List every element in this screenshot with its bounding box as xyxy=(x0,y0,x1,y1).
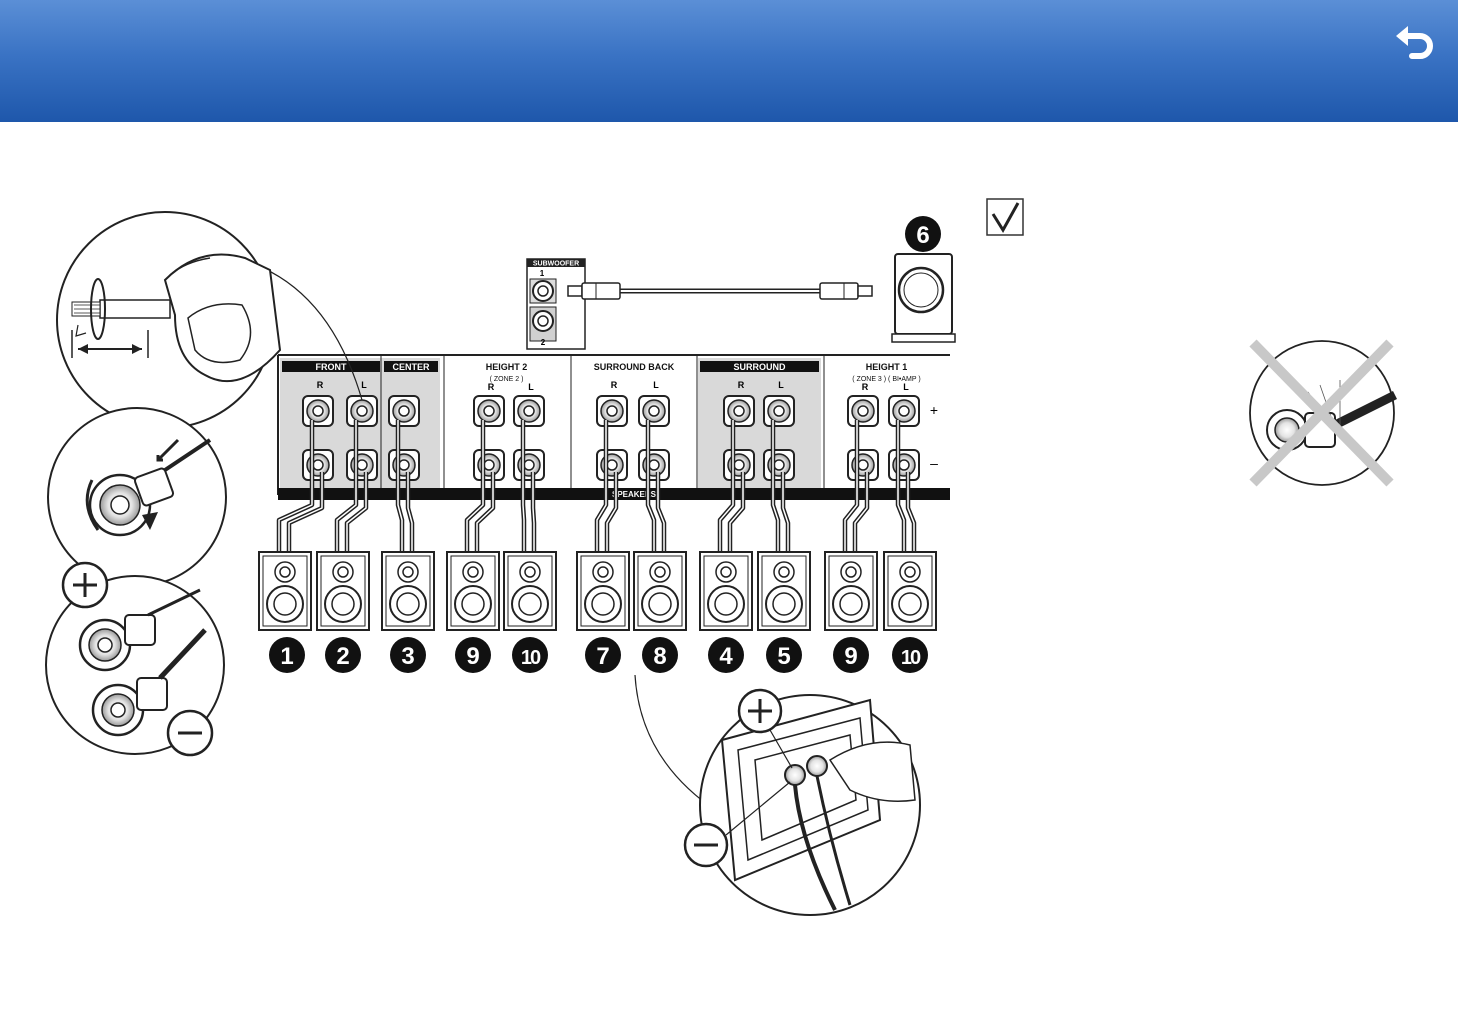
minus-terminal xyxy=(764,450,794,480)
speaker-number-badge: 5 xyxy=(766,637,802,673)
channel-l-label: L xyxy=(778,380,784,390)
panel-group-label: FRONT xyxy=(316,362,347,372)
speaker-number-badge: 9 xyxy=(455,637,491,673)
panel-group-label: HEIGHT 2 xyxy=(486,362,528,372)
speaker-7 xyxy=(577,552,629,630)
svg-text:1: 1 xyxy=(280,643,293,670)
speaker-number-badge: 3 xyxy=(390,637,426,673)
speaker-3 xyxy=(382,552,434,630)
svg-text:9: 9 xyxy=(844,643,857,670)
speaker-8 xyxy=(634,552,686,630)
plus-terminal xyxy=(303,396,333,426)
subwoofer-output-panel: SUBWOOFER 1 2 xyxy=(527,259,585,349)
svg-text:9: 9 xyxy=(466,643,479,670)
channel-l-label: L xyxy=(903,382,909,392)
minus-terminal xyxy=(347,450,377,480)
minus-terminal xyxy=(389,450,419,480)
svg-text:8: 8 xyxy=(653,643,666,670)
checkbox-icon xyxy=(987,199,1023,235)
subwoofer-number-badge: 6 xyxy=(905,216,941,252)
polarity-inset xyxy=(46,563,224,755)
plus-terminal xyxy=(474,396,504,426)
speaker-number-badge: 7 xyxy=(585,637,621,673)
panel-group-label: CENTER xyxy=(392,362,430,372)
speaker-9 xyxy=(825,552,877,630)
speaker-1 xyxy=(259,552,311,630)
speaker-cable xyxy=(523,420,534,552)
svg-text:3: 3 xyxy=(401,643,414,670)
plus-terminal xyxy=(347,396,377,426)
minus-terminal xyxy=(597,450,627,480)
subwoofer-jack-2-label: 2 xyxy=(541,338,546,347)
speaker-cable xyxy=(648,420,664,552)
subwoofer-speaker xyxy=(892,254,955,342)
panel-group-sublabel: ( ZONE 2 ) xyxy=(490,376,524,383)
speaker-4 xyxy=(700,552,752,630)
minus-terminal xyxy=(514,450,544,480)
subwoofer-cable xyxy=(568,283,872,299)
speaker-cable xyxy=(597,420,616,552)
terminal-twist-inset xyxy=(48,408,226,586)
speaker-number-badge: 4 xyxy=(708,637,744,673)
channel-l-label: L xyxy=(653,380,659,390)
speaker-rear-inset xyxy=(635,675,920,915)
speaker-10 xyxy=(884,552,936,630)
minus-terminal xyxy=(474,450,504,480)
channel-r-label: R xyxy=(738,380,745,390)
plus-terminal xyxy=(848,396,878,426)
channel-r-label: R xyxy=(862,382,869,392)
speaker-cable xyxy=(898,420,914,552)
plus-terminal xyxy=(514,396,544,426)
minus-terminal xyxy=(724,450,754,480)
svg-text:6: 6 xyxy=(916,222,929,249)
subwoofer-jack-1-label: 1 xyxy=(540,269,545,278)
plus-terminal xyxy=(597,396,627,426)
speaker-number-badge: 2 xyxy=(325,637,361,673)
speaker-number-badge: 1 xyxy=(269,637,305,673)
minus-terminal xyxy=(848,450,878,480)
channel-l-label: L xyxy=(361,380,367,390)
speaker-number-badge: 8 xyxy=(642,637,678,673)
minus-terminal xyxy=(303,450,333,480)
plus-terminal xyxy=(764,396,794,426)
panel-group-label: HEIGHT 1 xyxy=(866,362,908,372)
svg-text:4: 4 xyxy=(719,643,733,670)
speaker-number-badge: 9 xyxy=(833,637,869,673)
speaker-10 xyxy=(504,552,556,630)
plus-terminal xyxy=(724,396,754,426)
svg-text:5: 5 xyxy=(777,643,790,670)
speaker-number-badge: 10 xyxy=(892,637,928,673)
minus-terminal xyxy=(639,450,669,480)
minus-terminal xyxy=(889,450,919,480)
speaker-2 xyxy=(317,552,369,630)
channel-l-label: L xyxy=(528,382,534,392)
plus-terminal xyxy=(389,396,419,426)
svg-text:2: 2 xyxy=(336,643,349,670)
panel-group-label: SURROUND xyxy=(733,362,786,372)
plus-terminal xyxy=(639,396,669,426)
speaker-9 xyxy=(447,552,499,630)
plus-terminal xyxy=(889,396,919,426)
panel-group-surround: SURROUND R L xyxy=(697,355,821,488)
svg-text:7: 7 xyxy=(596,643,609,670)
wrong-connection-inset xyxy=(1250,341,1395,485)
svg-text:10: 10 xyxy=(521,647,541,669)
panel-group-label: SURROUND BACK xyxy=(594,362,675,372)
subwoofer-label: SUBWOOFER xyxy=(533,261,579,268)
channel-r-label: R xyxy=(317,380,324,390)
speaker-cable xyxy=(845,420,867,552)
speaker-5 xyxy=(758,552,810,630)
panel-plus-right: + xyxy=(930,402,938,418)
panel-minus-right: – xyxy=(930,455,938,471)
svg-text:10: 10 xyxy=(901,647,921,669)
speaker-cable xyxy=(467,420,493,552)
channel-r-label: R xyxy=(488,382,495,392)
speaker-number-badge: 10 xyxy=(512,637,548,673)
channel-r-label: R xyxy=(611,380,618,390)
